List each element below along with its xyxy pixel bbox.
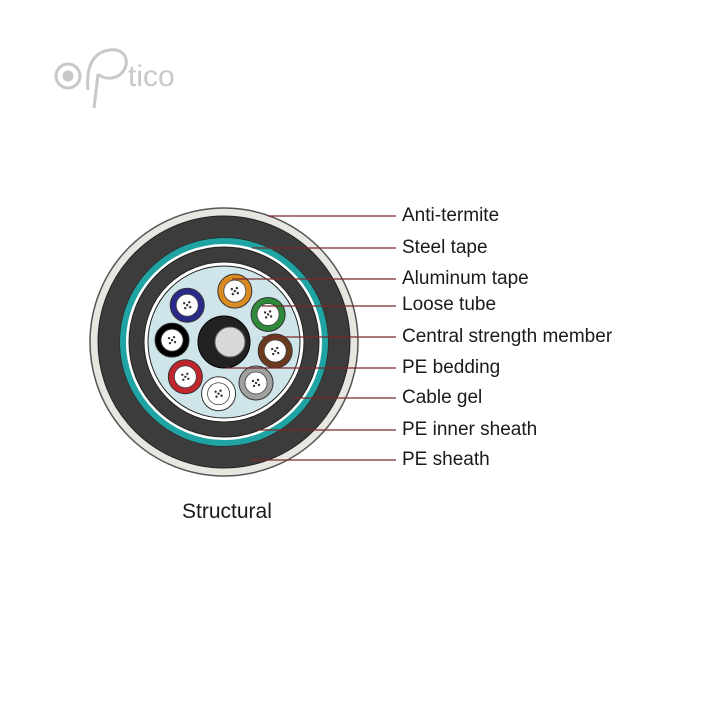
optical-fiber bbox=[168, 341, 172, 345]
optical-fiber bbox=[272, 352, 275, 356]
label-central-strength-member: Central strength member bbox=[402, 326, 613, 347]
optical-fiber bbox=[219, 389, 222, 392]
loose-tube bbox=[154, 322, 190, 358]
loose-tube bbox=[238, 365, 274, 401]
optical-fiber bbox=[181, 373, 184, 376]
teal-aluminum-ring bbox=[120, 238, 328, 446]
loose-tube bbox=[169, 287, 205, 323]
optical-fiber bbox=[254, 381, 258, 385]
loose-tubes-group bbox=[154, 273, 293, 412]
optical-fiber bbox=[266, 313, 270, 316]
optico-logo: tico bbox=[54, 48, 175, 109]
label-pe-sheath: PE sheath bbox=[402, 449, 490, 470]
optical-fiber bbox=[172, 335, 176, 339]
optical-fiber bbox=[167, 336, 171, 340]
central-strength-member bbox=[214, 326, 246, 358]
loose-tube bbox=[167, 359, 203, 395]
optical-fiber bbox=[189, 306, 192, 309]
optical-fiber bbox=[214, 390, 217, 393]
optical-fiber bbox=[251, 379, 255, 383]
optical-fiber bbox=[173, 340, 177, 344]
optical-fiber bbox=[276, 346, 279, 350]
label-aluminum-tape: Aluminum tape bbox=[402, 268, 529, 289]
optical-fiber bbox=[217, 392, 220, 395]
label-pe-inner-sheath: PE inner sheath bbox=[402, 419, 537, 440]
optical-fiber bbox=[263, 311, 267, 314]
diagram-caption: Structural bbox=[182, 500, 272, 523]
optical-fiber bbox=[269, 315, 273, 318]
loose-tube bbox=[217, 273, 253, 309]
optical-fiber bbox=[277, 351, 280, 355]
optical-fiber bbox=[184, 375, 187, 378]
optical-fiber bbox=[236, 291, 240, 295]
optical-fiber bbox=[230, 287, 234, 291]
optical-fiber bbox=[220, 394, 223, 397]
optical-fiber bbox=[231, 292, 235, 296]
label-pe-bedding: PE bedding bbox=[402, 357, 500, 378]
optical-fiber bbox=[252, 384, 256, 388]
optical-fiber bbox=[274, 349, 277, 353]
optical-fiber bbox=[183, 302, 186, 305]
optical-fiber bbox=[184, 307, 187, 310]
loose-tube bbox=[201, 376, 237, 412]
optical-fiber bbox=[186, 304, 189, 307]
leader-lines-group bbox=[226, 215, 396, 461]
optical-fiber bbox=[188, 301, 191, 304]
optical-fiber bbox=[187, 377, 190, 380]
logo-text: tico bbox=[128, 60, 175, 93]
optical-fiber bbox=[256, 378, 260, 382]
optical-fiber bbox=[186, 372, 189, 375]
optical-fiber bbox=[233, 289, 237, 293]
loose-tube bbox=[250, 296, 286, 332]
optical-fiber bbox=[271, 347, 274, 351]
optical-fiber bbox=[235, 286, 239, 290]
optical-fiber bbox=[257, 383, 261, 387]
optical-fiber bbox=[264, 316, 268, 319]
label-cable-gel: Cable gel bbox=[402, 387, 482, 408]
label-loose-tube: Loose tube bbox=[402, 294, 496, 315]
loose-tube bbox=[257, 333, 293, 369]
optical-fiber bbox=[268, 310, 272, 313]
optical-fiber bbox=[215, 395, 218, 398]
optical-fiber bbox=[170, 338, 174, 342]
logo-mark-icon bbox=[54, 48, 128, 109]
optical-fiber bbox=[182, 378, 185, 381]
label-anti-termite: Anti-termite bbox=[402, 205, 499, 226]
label-steel-tape: Steel tape bbox=[402, 237, 488, 258]
